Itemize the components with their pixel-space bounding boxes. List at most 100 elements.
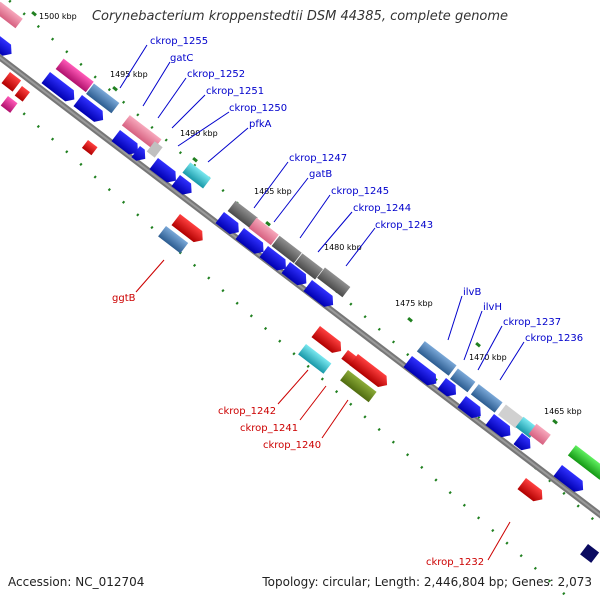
feature-block[interactable] (248, 217, 279, 246)
leader-line (177, 111, 230, 147)
cds-arrow[interactable] (457, 396, 485, 422)
leader-line (477, 325, 503, 371)
tick-mark (112, 85, 118, 92)
cds-arrow[interactable] (303, 280, 337, 311)
tick-mark (192, 156, 198, 163)
cds-arrow[interactable] (403, 356, 440, 389)
tick-label: 1470 kbp (469, 353, 507, 362)
feature-block[interactable] (416, 341, 457, 376)
cds-arrow[interactable] (171, 214, 206, 246)
cds-track-top (0, 30, 587, 496)
cds-arrow[interactable] (553, 465, 587, 496)
gene-label[interactable]: ckrop_1251 (206, 86, 264, 97)
cds-arrow[interactable] (517, 478, 546, 505)
leader-line (299, 385, 327, 421)
cds-arrow[interactable] (485, 414, 514, 441)
cds-arrow[interactable] (281, 262, 310, 289)
leader-line (157, 77, 187, 119)
gene-label[interactable]: ckrop_1252 (187, 69, 245, 80)
leader-line (171, 94, 206, 129)
leader-line (463, 310, 483, 361)
feature-block[interactable] (55, 58, 94, 93)
trna-block[interactable] (14, 86, 30, 102)
gene-label[interactable]: ckrop_1240 (263, 440, 321, 451)
accession-text: Accession: NC_012704 (8, 575, 145, 589)
tick-label: 1480 kbp (324, 243, 362, 252)
feature-block[interactable] (182, 162, 211, 189)
feature-block[interactable] (340, 370, 377, 403)
genome-backbone (0, 53, 600, 519)
feature-block[interactable] (146, 141, 163, 158)
tick-label: 1485 kbp (254, 187, 292, 196)
cds-arrow[interactable] (149, 158, 180, 186)
tick-mark (552, 418, 558, 425)
tick-mark (475, 341, 481, 348)
cds-arrow[interactable] (111, 130, 142, 158)
gene-label[interactable]: ggtB (112, 293, 136, 304)
feature-block[interactable] (121, 115, 162, 150)
gene-label[interactable]: ckrop_1255 (150, 36, 208, 47)
gene-label[interactable]: ilvH (483, 302, 502, 313)
feature-block[interactable] (498, 404, 524, 429)
gene-label[interactable]: gatC (170, 53, 193, 64)
cds-arrow[interactable] (437, 378, 460, 400)
cds-arrow[interactable] (349, 354, 391, 391)
feature-block[interactable] (580, 544, 600, 563)
feature-block[interactable] (450, 368, 476, 393)
feature-block[interactable] (271, 235, 302, 264)
leader-line (499, 341, 525, 381)
gene-label[interactable]: ckrop_1242 (218, 406, 276, 417)
feature-block[interactable] (158, 226, 189, 254)
feature-block[interactable] (0, 1, 23, 29)
cds-arrow[interactable] (0, 30, 16, 59)
genome-summary-text: Topology: circular; Length: 2,446,804 bp… (262, 575, 592, 589)
gene-label[interactable]: ckrop_1241 (240, 423, 298, 434)
cds-track-bottom (0, 72, 600, 563)
feature-block[interactable] (470, 384, 503, 413)
gene-labels-top: ckrop_1255 gatC ckrop_1252 ckrop_1251 ck… (150, 36, 583, 344)
cds-arrow[interactable] (215, 212, 243, 238)
cds-arrow[interactable] (311, 326, 345, 357)
leaders-top (119, 44, 525, 381)
gene-label[interactable]: gatB (309, 169, 332, 180)
feature-block[interactable] (0, 96, 18, 113)
gene-label[interactable]: pfkA (249, 119, 272, 130)
leader-line (207, 127, 249, 163)
leader-line (345, 227, 376, 267)
gene-label[interactable]: ckrop_1245 (331, 186, 389, 197)
gene-label[interactable]: ilvB (463, 287, 481, 298)
trna-block[interactable] (1, 72, 22, 92)
feature-block[interactable] (567, 445, 600, 480)
cds-arrow[interactable] (513, 433, 534, 454)
tick-label: 1475 kbp (395, 299, 433, 308)
gene-labels-bottom: ggtB ckrop_1242 ckrop_1241 ckrop_1240 ck… (112, 293, 484, 568)
trna-block[interactable] (81, 140, 98, 156)
gene-label[interactable]: ckrop_1244 (353, 203, 411, 214)
leader-line (135, 259, 165, 293)
genome-backbone-highlight (0, 56, 600, 517)
cds-arrow[interactable] (41, 72, 78, 105)
gene-label[interactable]: ckrop_1236 (525, 333, 583, 344)
feature-block[interactable] (317, 267, 351, 298)
cds-arrow[interactable] (131, 146, 149, 164)
gene-label[interactable]: ckrop_1232 (426, 557, 484, 568)
leader-line (119, 44, 148, 89)
gene-label[interactable]: ckrop_1243 (375, 220, 433, 231)
gene-label[interactable]: ckrop_1237 (503, 317, 561, 328)
leader-line (447, 295, 463, 341)
genome-title: Corynebacterium kroppenstedtii DSM 44385… (91, 9, 509, 24)
feature-block[interactable] (528, 423, 551, 446)
tick-mark (265, 220, 271, 227)
tick-mark (31, 10, 37, 17)
cds-arrow[interactable] (73, 95, 107, 126)
cds-arrow[interactable] (235, 228, 267, 257)
cds-arrow[interactable] (171, 175, 195, 198)
feature-block[interactable] (227, 200, 258, 229)
feature-block[interactable] (86, 83, 120, 114)
cds-arrow[interactable] (259, 246, 290, 274)
feature-block[interactable] (294, 253, 323, 280)
gene-label[interactable]: ckrop_1247 (289, 153, 347, 164)
gene-label[interactable]: ckrop_1250 (229, 103, 287, 114)
feature-block[interactable] (298, 344, 332, 374)
